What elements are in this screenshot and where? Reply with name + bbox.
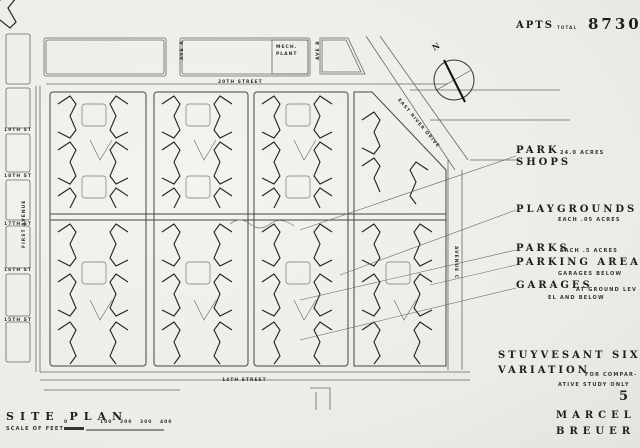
legend-park-note: 24.0 ACRES — [560, 150, 605, 156]
scale-tick: 200 — [120, 420, 133, 425]
legend-garages: GARAGES — [516, 280, 593, 291]
street-label-bottom: 14TH STREET — [222, 378, 267, 383]
scale-tick: 400 — [160, 420, 173, 425]
variation-label: VARIATION — [498, 365, 590, 376]
legend-playgrounds: PLAYGROUNDS — [516, 204, 638, 215]
north-arrow-icon — [433, 59, 475, 103]
scale-tick: 300 — [140, 420, 153, 425]
apts-total-value: 8730 — [588, 15, 640, 33]
legend-park: PARK — [516, 145, 560, 156]
legend-parks-note: EACH .5 ACRES — [560, 248, 619, 254]
scale-tick: 0 — [64, 420, 69, 425]
sheet-number: 5 — [619, 389, 631, 404]
legend-parking-note: GARAGES BELOW — [558, 271, 623, 277]
street-label-ave-b: AVE B — [316, 40, 321, 60]
scale-bar — [64, 427, 164, 431]
legend-playgrounds-note: EACH .05 ACRES — [558, 217, 621, 223]
architect-first-name: MARCEL — [556, 410, 636, 421]
side-street-label: 19TH ST — [4, 128, 32, 133]
scale-label: SCALE OF FEET — [6, 426, 65, 432]
street-grid — [5, 33, 570, 410]
side-street-label: 17TH ST — [4, 222, 32, 227]
superblock — [49, 91, 447, 367]
apts-label: APTS — [516, 20, 554, 31]
side-street-label: 16TH ST — [4, 268, 32, 273]
side-street-label: 15TH ST — [4, 318, 32, 323]
legend-garages-note-2: EL AND BELOW — [548, 295, 605, 301]
apts-total-label: TOTAL — [557, 25, 578, 30]
leader-lines — [299, 155, 517, 341]
side-street-label: 18TH ST — [4, 174, 32, 179]
street-label-top: 20TH STREET — [218, 80, 263, 85]
variation-note-1: FOR COMPAR- — [585, 372, 638, 378]
street-label-avenue-c: AVENUE C — [453, 246, 458, 280]
architect-last-name: BREUER — [556, 426, 636, 437]
site-plan-title: SITE PLAN — [6, 410, 129, 423]
street-label-ave-a: AVE A — [180, 40, 185, 60]
variation-note-2: ATIVE STUDY ONLY — [558, 382, 630, 388]
project-name: STUYVESANT SIX — [498, 350, 640, 361]
mech-plant-label-line1: MECH. — [276, 45, 298, 50]
legend-garages-note-1: AT GROUND LEV — [576, 287, 638, 293]
scale-tick: 100 — [100, 420, 113, 425]
mech-plant-label-line2: PLANT — [276, 52, 298, 57]
legend-shops: SHOPS — [516, 157, 572, 168]
apartment-buildings — [0, 0, 17, 29]
legend-parks: PARKS — [516, 243, 570, 254]
legend-parking-areas: PARKING AREAS — [516, 257, 640, 268]
